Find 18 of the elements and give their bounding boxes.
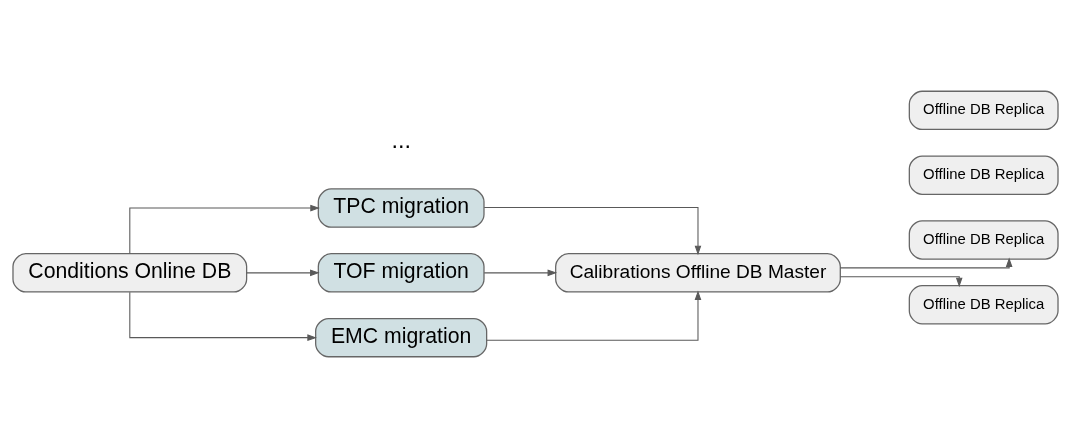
node-box: Offline DB Replica	[908, 220, 1059, 260]
arrow	[129, 204, 320, 254]
arrow	[486, 290, 702, 341]
node-box: Conditions Online DB	[12, 253, 248, 293]
node-box: Offline DB Replica	[908, 284, 1059, 325]
label: ...	[391, 127, 411, 154]
node-box: Calibrations Offline DB Master	[555, 253, 841, 293]
arrow	[129, 291, 317, 341]
node-box: TPC migration	[317, 188, 485, 228]
node-box: TOF migration	[317, 253, 485, 293]
arrow	[839, 257, 1013, 269]
arrow	[483, 269, 558, 277]
node-box: Offline DB Replica	[908, 90, 1059, 131]
arrow	[483, 207, 702, 256]
arrow	[839, 276, 963, 288]
node-box: EMC migration	[315, 317, 488, 358]
node-box: Offline DB Replica	[908, 155, 1059, 195]
arrow	[246, 269, 320, 277]
